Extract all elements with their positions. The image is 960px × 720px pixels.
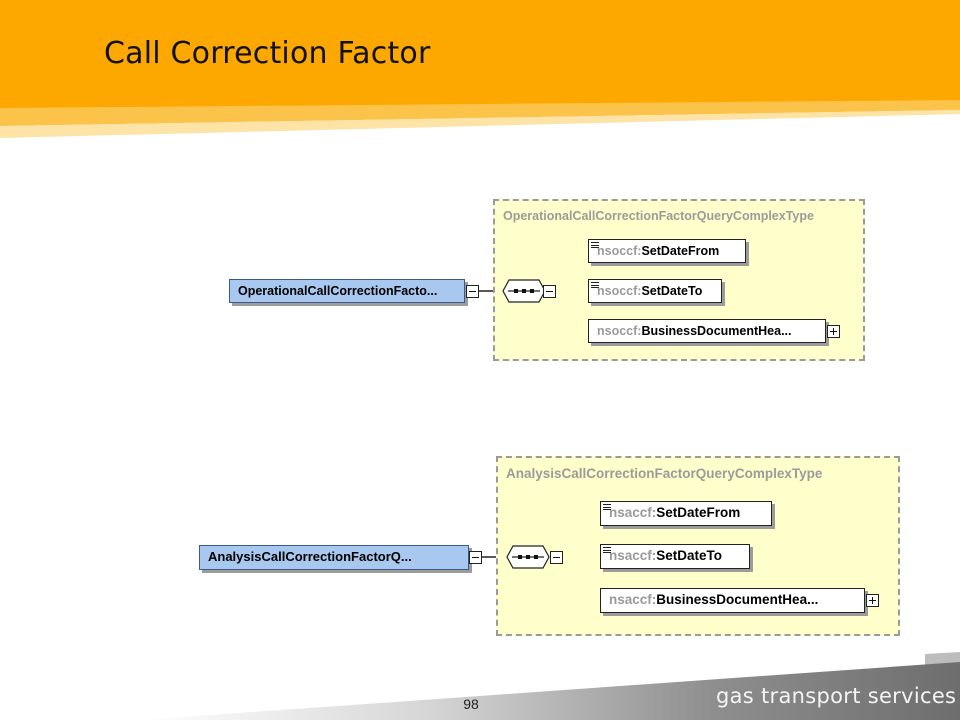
header-bar	[0, 0, 960, 108]
root-element-node[interactable]: AnalysisCallCorrectionFactorQ...	[199, 545, 469, 570]
collapse-toggle[interactable]	[543, 285, 556, 298]
annotation-icon	[591, 282, 599, 288]
complex-type-label: AnalysisCallCorrectionFactorQueryComplex…	[506, 466, 823, 481]
root-element-label: OperationalCallCorrectionFacto...	[238, 284, 438, 298]
root-element-node[interactable]: OperationalCallCorrectionFacto...	[229, 279, 465, 303]
annotation-icon	[591, 242, 599, 248]
expand-toggle[interactable]	[827, 325, 840, 338]
child-element-node[interactable]: nsaccf:BusinessDocumentHea...	[600, 588, 865, 613]
collapse-toggle[interactable]	[466, 285, 479, 298]
brand-logo-text: gas transport services	[716, 684, 957, 708]
sequence-compositor-icon[interactable]	[502, 279, 546, 303]
child-element-node[interactable]: nsaccf:SetDateTo	[600, 544, 750, 569]
page-title: Call Correction Factor	[104, 36, 431, 71]
child-element-node[interactable]: nsaccf:SetDateFrom	[600, 501, 772, 526]
expand-toggle[interactable]	[866, 594, 879, 607]
collapse-toggle[interactable]	[550, 551, 563, 564]
child-element-node[interactable]: nsoccf:BusinessDocumentHea...	[588, 319, 826, 343]
annotation-icon	[603, 504, 611, 510]
child-element-node[interactable]: nsoccf:SetDateFrom	[588, 239, 746, 263]
root-element-label: AnalysisCallCorrectionFactorQ...	[208, 549, 412, 564]
complex-type-label: OperationalCallCorrectionFactorQueryComp…	[503, 209, 814, 223]
collapse-toggle[interactable]	[469, 551, 482, 564]
annotation-icon	[603, 547, 611, 553]
page-number: 98	[463, 696, 479, 712]
sequence-compositor-icon[interactable]	[506, 545, 550, 569]
child-element-node[interactable]: nsoccf:SetDateTo	[588, 279, 722, 303]
